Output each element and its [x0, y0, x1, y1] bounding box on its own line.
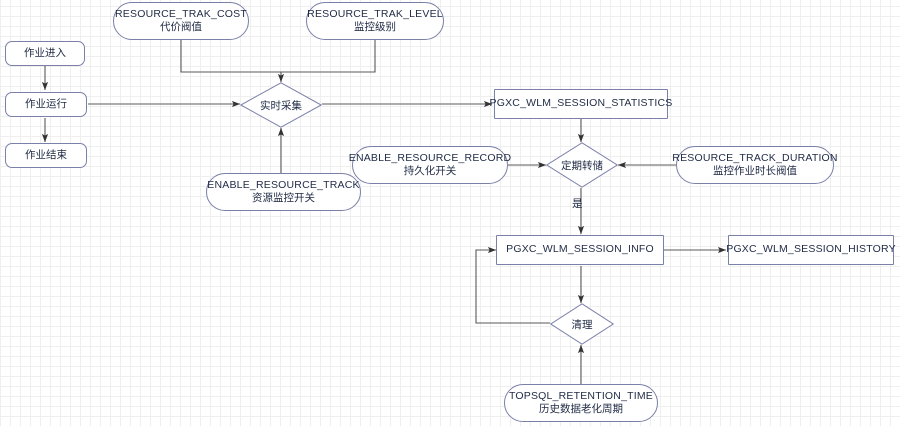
edge-cost-to-realtime-collect — [180, 40, 285, 83]
node-enable-resource-record-name: ENABLE_RESOURCE_RECORD — [348, 151, 512, 164]
node-resource-trak-level[interactable]: RESOURCE_TRAK_LEVEL 监控级别 — [306, 2, 444, 40]
node-job-enter[interactable]: 作业进入 — [5, 41, 85, 66]
node-session-statistics-label: PGXC_WLM_SESSION_STATISTICS — [489, 97, 673, 110]
node-session-statistics[interactable]: PGXC_WLM_SESSION_STATISTICS — [490, 89, 672, 119]
node-resource-track-duration-name: RESOURCE_TRACK_DURATION — [672, 151, 838, 164]
node-resource-trak-level-name: RESOURCE_TRAK_LEVEL — [307, 7, 443, 20]
node-topsql-retention-time-name: TOPSQL_RETENTION_TIME — [508, 389, 654, 402]
node-enable-resource-record[interactable]: ENABLE_RESOURCE_RECORD 持久化开关 — [349, 146, 511, 184]
node-enable-resource-record-desc: 持久化开关 — [403, 165, 457, 177]
node-topsql-retention-time-desc: 历史数据老化周期 — [539, 403, 623, 415]
node-session-info[interactable]: PGXC_WLM_SESSION_INFO — [496, 235, 664, 265]
node-job-enter-label: 作业进入 — [24, 46, 66, 59]
edge-cleanup-loop-to-session-info — [475, 246, 550, 324]
node-session-info-label: PGXC_WLM_SESSION_INFO — [506, 243, 654, 256]
node-realtime-collect-label: 实时采集 — [260, 99, 302, 112]
node-enable-resource-track-name: ENABLE_RESOURCE_TRACK — [207, 178, 360, 191]
node-cleanup-label: 清理 — [571, 318, 593, 331]
node-resource-trak-cost-name: RESOURCE_TRAK_COST — [115, 7, 247, 20]
node-resource-trak-level-desc: 监控级别 — [354, 21, 396, 33]
edge-level-to-realtime-collect — [281, 40, 376, 73]
node-enable-resource-track-desc: 资源监控开关 — [252, 192, 315, 204]
node-session-history[interactable]: PGXC_WLM_SESSION_HISTORY — [726, 235, 896, 265]
node-periodic-dump[interactable]: 定期转储 — [546, 142, 618, 188]
node-job-run-label: 作业运行 — [25, 97, 67, 110]
node-topsql-retention-time[interactable]: TOPSQL_RETENTION_TIME 历史数据老化周期 — [504, 384, 658, 422]
node-enable-resource-track[interactable]: ENABLE_RESOURCE_TRACK 资源监控开关 — [206, 173, 361, 211]
node-resource-track-duration[interactable]: RESOURCE_TRACK_DURATION 监控作业时长阀值 — [672, 146, 838, 184]
cleanup-diamond-shape — [550, 303, 614, 345]
realtime-collect-diamond-shape — [240, 82, 322, 128]
node-job-run[interactable]: 作业运行 — [5, 92, 87, 117]
node-realtime-collect[interactable]: 实时采集 — [240, 82, 322, 128]
node-job-end[interactable]: 作业结束 — [5, 143, 87, 168]
node-resource-trak-cost[interactable]: RESOURCE_TRAK_COST 代价阀值 — [113, 2, 249, 40]
periodic-dump-diamond-shape — [546, 142, 618, 188]
node-periodic-dump-label: 定期转储 — [561, 159, 603, 172]
node-session-history-label: PGXC_WLM_SESSION_HISTORY — [726, 243, 896, 256]
node-resource-track-duration-desc: 监控作业时长阀值 — [713, 165, 797, 177]
node-resource-trak-cost-desc: 代价阀值 — [160, 21, 202, 33]
node-cleanup[interactable]: 清理 — [550, 303, 614, 345]
node-job-end-label: 作业结束 — [25, 148, 67, 161]
edge-label-yes: 是 — [572, 198, 583, 210]
